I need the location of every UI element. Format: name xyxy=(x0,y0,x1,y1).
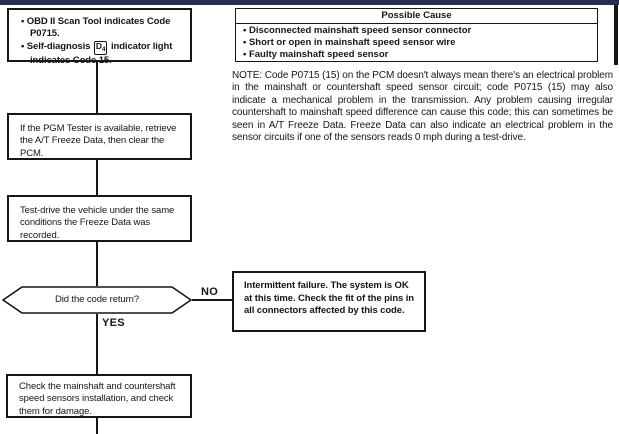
start-box-item-1: • OBD II Scan Tool indicates Code P0715. xyxy=(21,16,187,41)
bullet-glyph: • xyxy=(243,25,247,36)
note-paragraph: NOTE: Code P0715 (15) on the PCM doesn't… xyxy=(232,70,613,144)
flow-tail-line xyxy=(96,417,98,434)
bullet-glyph: • xyxy=(21,16,25,27)
flow-step-pgm-tester: If the PGM Tester is available, retrieve… xyxy=(7,113,192,160)
yes-branch-label: YES xyxy=(102,317,125,329)
flow-connector-line xyxy=(96,160,98,195)
decision-question: Did the code return? xyxy=(54,294,140,305)
flow-connector-line xyxy=(96,242,98,286)
flow-decision: Did the code return? xyxy=(1,286,193,314)
flow-step-check-sensors: Check the mainshaft and countershaft spe… xyxy=(6,374,192,418)
possible-cause-header: Possible Cause xyxy=(236,9,597,24)
start-box-item-2-after: indicator light indicates Code 15. xyxy=(30,40,173,66)
flow-step-testdrive: Test-drive the vehicle under the same co… xyxy=(7,195,192,242)
possible-cause-item: • Short or open in mainshaft speed senso… xyxy=(243,37,591,49)
start-box-item-1-text: OBD II Scan Tool indicates Code P0715. xyxy=(26,16,171,40)
flow-connector-line xyxy=(96,62,98,113)
page-top-band xyxy=(0,0,619,5)
scan-edge-artifact xyxy=(614,5,618,65)
possible-cause-item-text: Disconnected mainshaft speed sensor conn… xyxy=(248,25,472,36)
no-branch-line xyxy=(192,299,232,301)
possible-cause-item-text: Faulty mainshaft speed sensor xyxy=(248,49,389,61)
possible-cause-item-text: Short or open in mainshaft speed sensor … xyxy=(248,37,456,49)
start-box-item-2-before: Self-diagnosis xyxy=(26,40,91,52)
no-branch-label: NO xyxy=(201,286,219,298)
d4-subscript: 4 xyxy=(101,45,106,53)
bullet-glyph: • xyxy=(243,37,247,49)
possible-cause-item: • Faulty mainshaft speed sensor xyxy=(243,49,591,61)
bullet-glyph: • xyxy=(21,40,25,52)
d4-letter: D xyxy=(95,40,102,51)
possible-cause-list: • Disconnected mainshaft speed sensor co… xyxy=(236,24,597,62)
yes-branch-line xyxy=(96,314,98,374)
decision-hexagon-shape xyxy=(1,286,193,314)
flow-start-box: • OBD II Scan Tool indicates Code P0715.… xyxy=(7,8,192,66)
d4-indicator-icon: D4 xyxy=(93,40,108,55)
bullet-glyph: • xyxy=(243,49,247,61)
start-box-item-2: • Self-diagnosis D4 indicator light indi… xyxy=(21,40,187,67)
flow-result-intermittent: Intermittent failure. The system is OK a… xyxy=(232,271,426,332)
possible-cause-item: • Disconnected mainshaft speed sensor co… xyxy=(243,25,591,37)
possible-cause-table: Possible Cause • Disconnected mainshaft … xyxy=(235,8,598,62)
